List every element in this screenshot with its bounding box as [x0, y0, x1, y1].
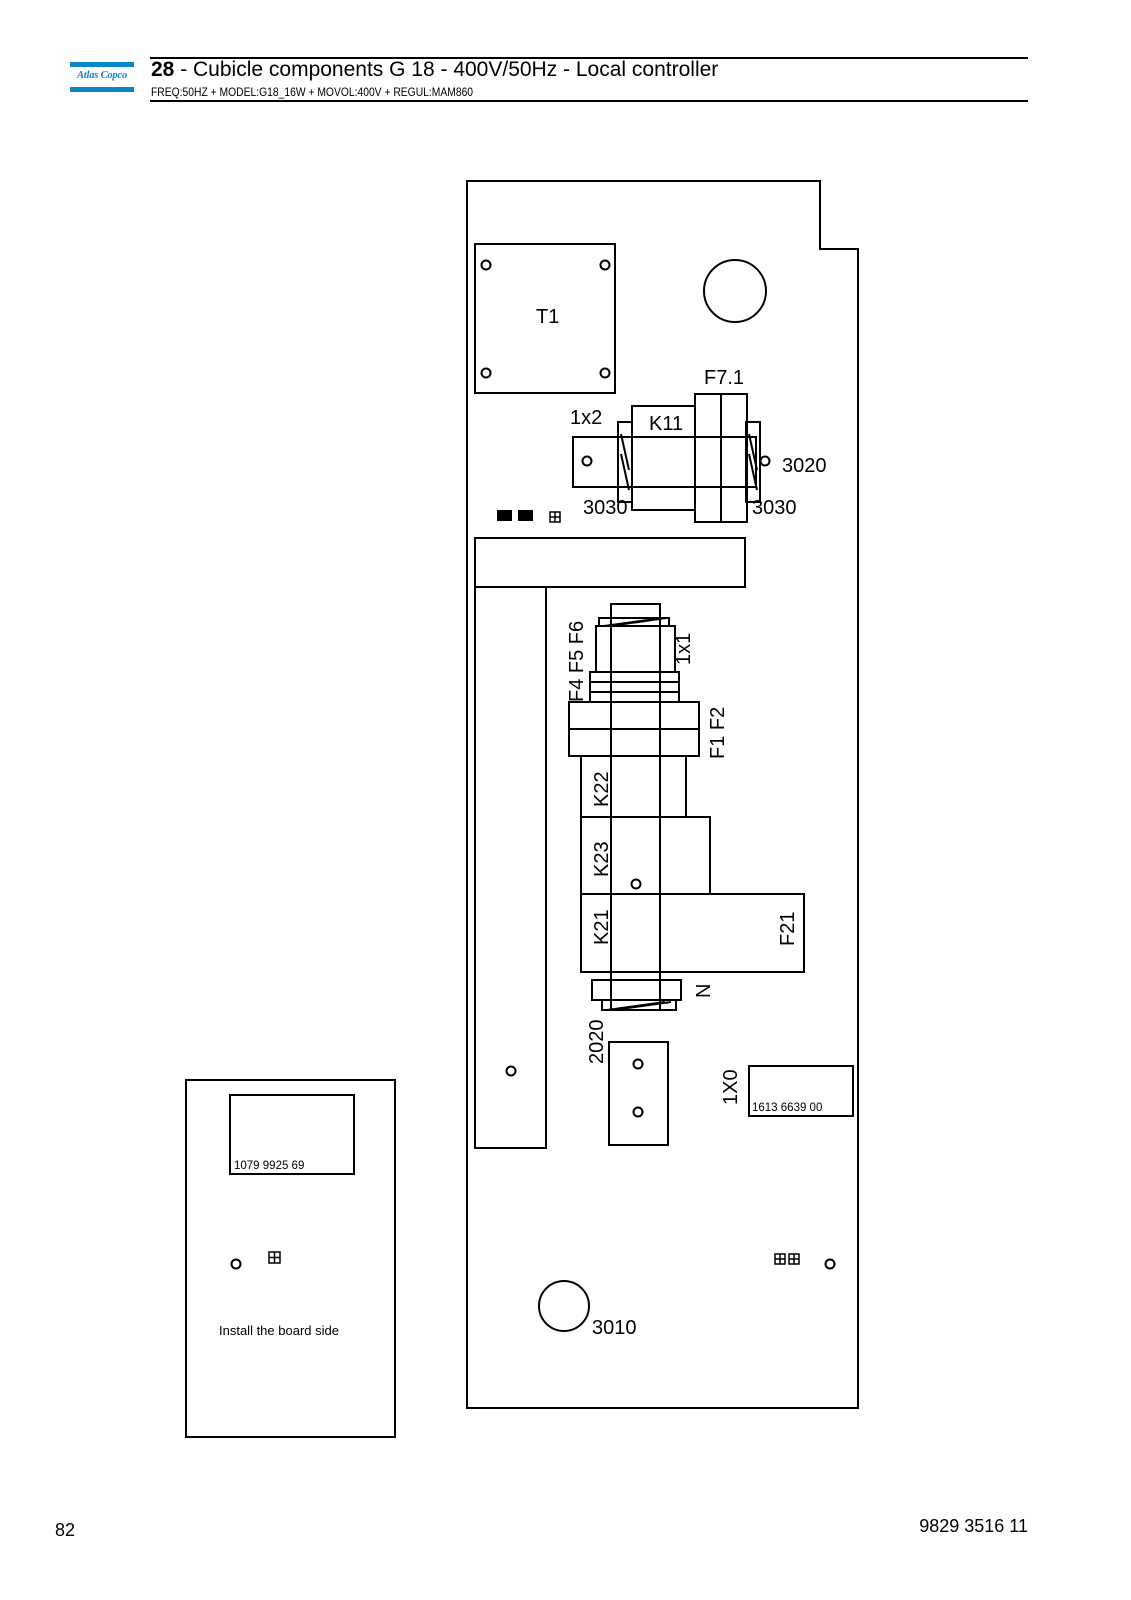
door-label-box: [229, 1094, 355, 1175]
cable-duct-vertical: [474, 587, 547, 1149]
fuses-f4-f5-f6: [589, 671, 680, 703]
terminal-end-clamp: [745, 421, 761, 503]
clamp-hatch: [609, 617, 667, 627]
label-k23: K23: [591, 841, 613, 877]
label-3030-right: 3030: [752, 497, 797, 519]
clamp-hatch: [612, 1001, 672, 1011]
duct-screw-hole: [505, 1065, 517, 1077]
din-rail-top: [572, 436, 757, 488]
label-1x0-box: [748, 1065, 854, 1117]
label-k11: K11: [649, 413, 683, 435]
label-t1: T1: [536, 306, 559, 328]
rail-screw-hole: [630, 878, 642, 890]
clamp-hatch: [748, 453, 758, 491]
page-title: 28 - Cubicle components G 18 - 400V/50Hz…: [151, 58, 718, 82]
rail-top-end: [610, 603, 661, 619]
logo-bar-top: [70, 62, 134, 67]
label-k22: K22: [591, 771, 613, 807]
din-rail-screw-hole: [759, 455, 771, 467]
terminal-2020-hole: [632, 1058, 644, 1070]
din-rail-screw-hole: [581, 455, 593, 467]
label-f7-1: F7.1: [704, 367, 744, 389]
marker-square: [518, 510, 533, 521]
terminal-block-1x1: [595, 625, 676, 673]
clamp-hatch: [748, 433, 758, 471]
marker-square: [497, 510, 512, 521]
mounting-plate: [466, 180, 859, 1409]
label-f21: F21: [777, 912, 799, 946]
document-number: 9829 3516 11: [919, 1516, 1028, 1536]
cable-gland-3010: [538, 1280, 590, 1332]
label-1x1: 1x1: [673, 633, 695, 665]
plate-screw-hole: [824, 1258, 836, 1270]
transformer-t1: [474, 243, 616, 394]
clamp-hatch: [620, 453, 630, 491]
atlas-copco-logo: Atlas Copco: [70, 62, 134, 94]
title-text: - Cubicle components G 18 - 400V/50Hz - …: [174, 58, 719, 81]
neutral-terminal: [591, 979, 682, 1001]
install-note: Install the board side: [219, 1323, 339, 1338]
clamp-hatch: [620, 433, 630, 471]
label-3030-left: 3030: [583, 497, 628, 519]
label-f1-f2: F1 F2: [707, 707, 729, 759]
page-subtitle: FREQ:50HZ + MODEL:G18_16W + MOVOL:400V +…: [151, 85, 474, 99]
label-1x2: 1x2: [570, 407, 602, 429]
contactor-k21-block: [580, 893, 805, 973]
cable-duct-horizontal: [474, 537, 746, 588]
logo-wordmark: Atlas Copco: [76, 70, 127, 81]
door-panel: [185, 1079, 396, 1438]
terminal-2020-hole: [632, 1106, 644, 1118]
section-number: 28: [151, 58, 175, 81]
terminal-end-clamp: [617, 421, 633, 503]
label-3010: 3010: [592, 1317, 637, 1339]
rail-bottom-clamp: [601, 999, 677, 1011]
terminal-2020: [608, 1041, 669, 1146]
t1-screw-hole: [480, 367, 492, 379]
cable-gland-cutout: [703, 259, 767, 323]
t1-screw-hole: [599, 259, 611, 271]
label-3020: 3020: [782, 455, 827, 477]
page-number: 82: [55, 1520, 76, 1540]
marker-group: [268, 510, 800, 1265]
t1-screw-hole: [480, 259, 492, 271]
logo-bar-bottom: [70, 87, 134, 92]
label-n: N: [693, 984, 715, 998]
door-screw-hole: [230, 1258, 242, 1270]
label-1x0: 1X0: [720, 1069, 742, 1105]
part-number-1079: 1079 9925 69: [234, 1160, 304, 1172]
label-2020: 2020: [586, 1020, 608, 1065]
header-rule-top: [150, 57, 1028, 59]
label-k21: K21: [591, 909, 613, 945]
part-number-1613: 1613 6639 00: [752, 1102, 822, 1114]
label-f4-f5-f6: F4 F5 F6: [566, 621, 588, 702]
header-rule-bottom: [150, 100, 1028, 102]
t1-screw-hole: [599, 367, 611, 379]
